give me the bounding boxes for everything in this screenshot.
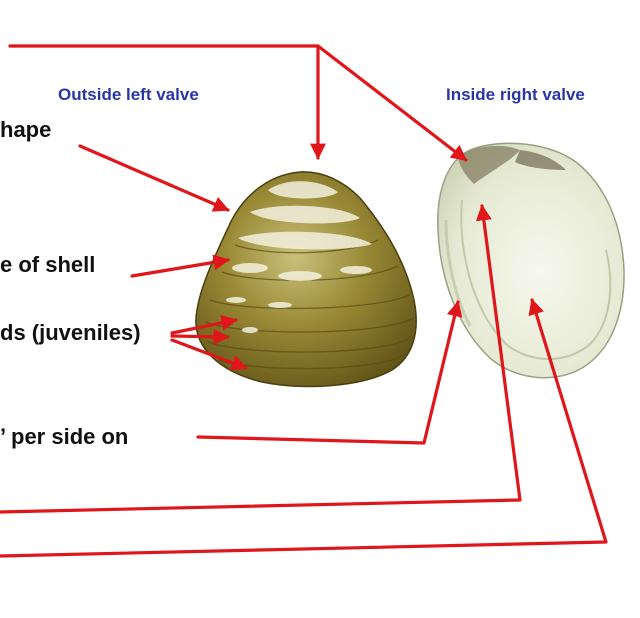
callout-juveniles: ds (juveniles) [0, 320, 141, 346]
arrow-juveniles-2 [172, 336, 228, 337]
outside-left-valve-shell [196, 172, 416, 387]
callout-per-side: ’ per side on [0, 424, 128, 450]
inside-valve-title: Inside right valve [446, 85, 585, 105]
outside-valve-title: Outside left valve [58, 85, 199, 105]
inside-right-valve-shell [438, 143, 624, 377]
callout-shell: e of shell [0, 252, 95, 278]
arrow-to-inside-beak [318, 46, 466, 160]
callout-shape: hape [0, 117, 51, 143]
arrow-shape [80, 146, 228, 210]
